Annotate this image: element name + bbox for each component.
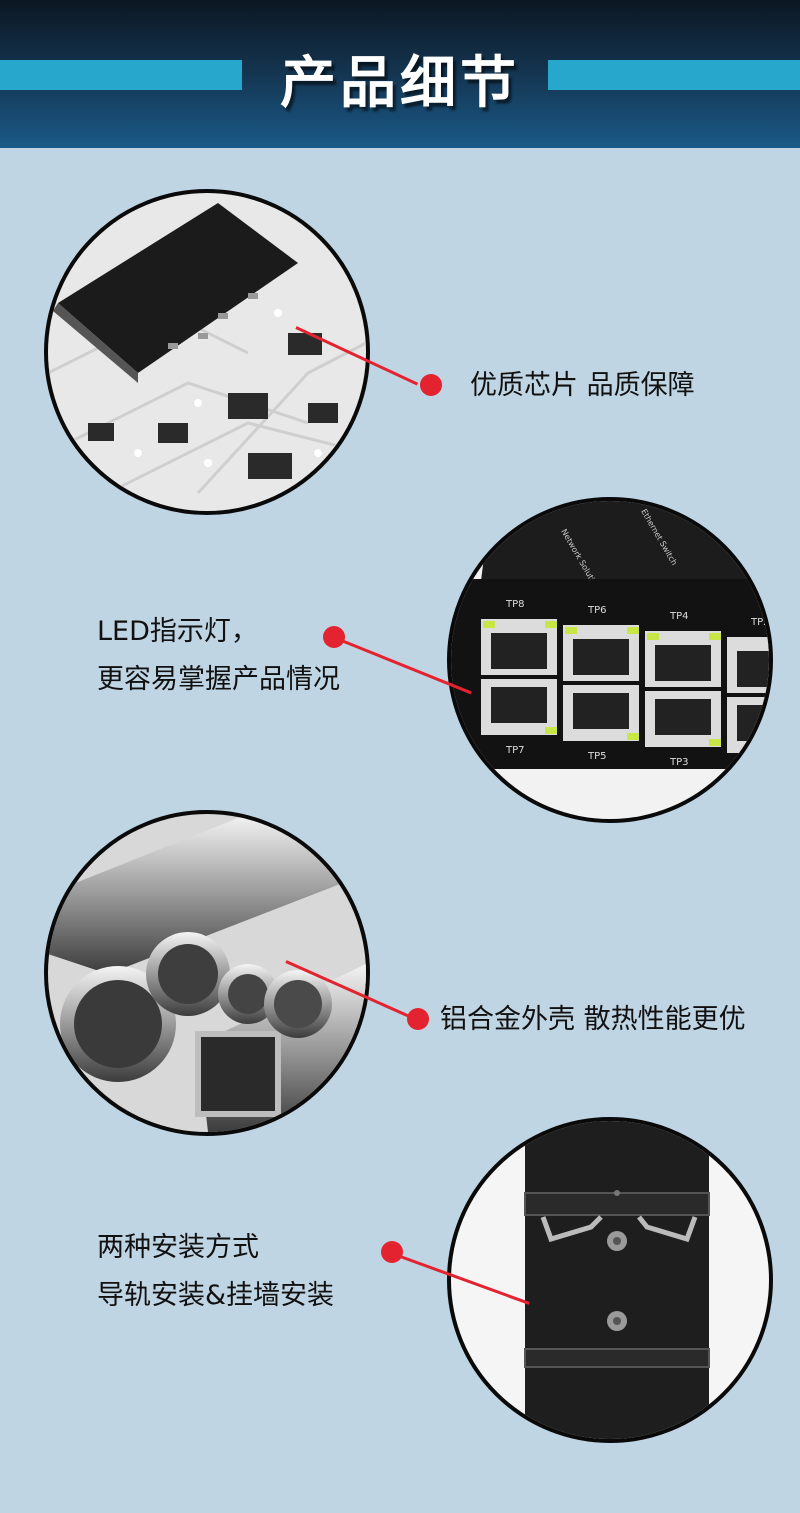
port-label-tp2: TP2 — [750, 617, 769, 628]
feature-label-aluminum: 铝合金外壳 散热性能更优 — [440, 996, 746, 1044]
header-band-right — [548, 60, 800, 90]
feature-text: 铝合金外壳 散热性能更优 — [440, 1004, 746, 1035]
feature-text: LED指示灯， — [97, 616, 258, 647]
callout-dot-1 — [420, 374, 442, 396]
header-band-left — [0, 60, 242, 90]
page-title: 产品细节 — [280, 51, 520, 116]
mounting-photo — [447, 1117, 773, 1443]
port-label-tp4: TP4 — [669, 611, 689, 622]
feature-text: 优质芯片 品质保障 — [470, 370, 695, 401]
port-label-tp3: TP3 — [669, 757, 689, 768]
feature-label-led: LED指示灯， 更容易掌握产品情况 — [97, 608, 340, 704]
port-label-tp7: TP7 — [505, 745, 525, 756]
header-banner: 产品细节 — [0, 0, 800, 148]
feature-text: 导轨安装&挂墙安装 — [97, 1280, 335, 1311]
chip-photo — [44, 189, 370, 515]
switch-photo: Network Solution Ethernet Switch TP8 TP6… — [447, 497, 773, 823]
port-label-tp8: TP8 — [505, 599, 525, 610]
feature-text: 更容易掌握产品情况 — [97, 664, 340, 695]
feature-text: 两种安装方式 — [97, 1232, 259, 1263]
aluminum-photo — [44, 810, 370, 1136]
feature-label-mounting: 两种安装方式 导轨安装&挂墙安装 — [97, 1224, 334, 1320]
callout-dot-4 — [381, 1241, 403, 1263]
port-label-tp5: TP5 — [587, 751, 607, 762]
callout-dot-3 — [407, 1008, 429, 1030]
feature-label-chip: 优质芯片 品质保障 — [470, 362, 695, 410]
port-label-tp6: TP6 — [587, 605, 607, 616]
